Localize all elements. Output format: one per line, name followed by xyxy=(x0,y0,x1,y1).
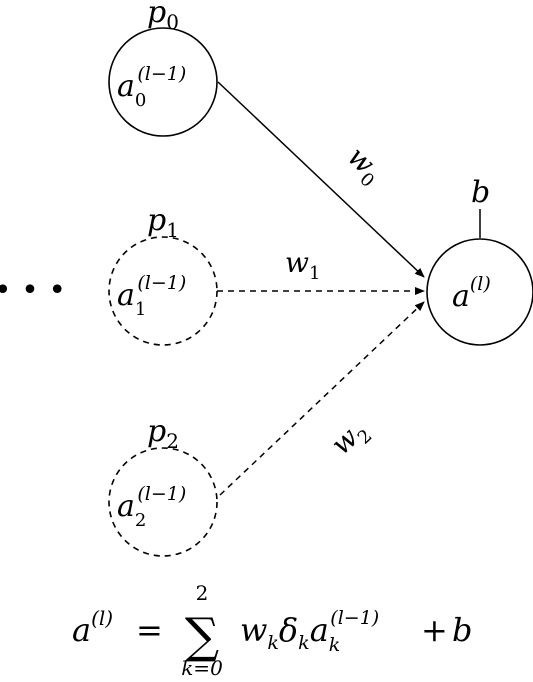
sum-lower-limit: k=0 xyxy=(181,656,223,680)
weight-label-w2: w2 xyxy=(325,413,377,465)
node-output: a(l) xyxy=(426,238,533,346)
edge-p0-to-out xyxy=(217,81,425,278)
weight-label-w0: w0 xyxy=(338,140,390,192)
node-p2-activation: a2(l−1) xyxy=(117,483,186,531)
node-p0-label: p0 xyxy=(147,0,179,34)
equation-equals: = xyxy=(136,611,163,649)
equation-plus: + xyxy=(421,611,448,649)
node-p1: p1 a1(l−1) xyxy=(108,203,218,346)
node-p0-activation: a0(l−1) xyxy=(117,63,186,111)
sum-symbol: ∑ xyxy=(185,608,219,664)
node-p0: p0 a0(l−1) xyxy=(108,0,218,137)
node-p2-circle xyxy=(108,447,218,557)
node-p0-circle xyxy=(108,27,218,137)
node-p1-label: p1 xyxy=(147,203,179,242)
ellipsis: • • • xyxy=(0,273,66,308)
equation-lhs: a(l) xyxy=(72,606,113,649)
sum-upper-limit: 2 xyxy=(196,581,209,605)
node-p2-label: p2 xyxy=(147,414,179,453)
equation-terms: wkδkak(l−1) xyxy=(240,607,379,656)
node-output-circle xyxy=(426,238,533,346)
node-output-activation: a(l) xyxy=(452,273,491,314)
bias-label: b xyxy=(471,175,490,210)
node-p2: p2 a2(l−1) xyxy=(108,414,218,557)
equation: a(l) = 2 ∑ k=0 wkδkak(l−1) + b xyxy=(72,581,472,680)
node-p1-circle xyxy=(108,236,218,346)
weight-label-w1: w1 xyxy=(285,246,320,284)
edge-p2-to-out xyxy=(219,301,425,496)
node-p1-activation: a1(l−1) xyxy=(117,272,186,320)
equation-bias: b xyxy=(452,611,472,649)
